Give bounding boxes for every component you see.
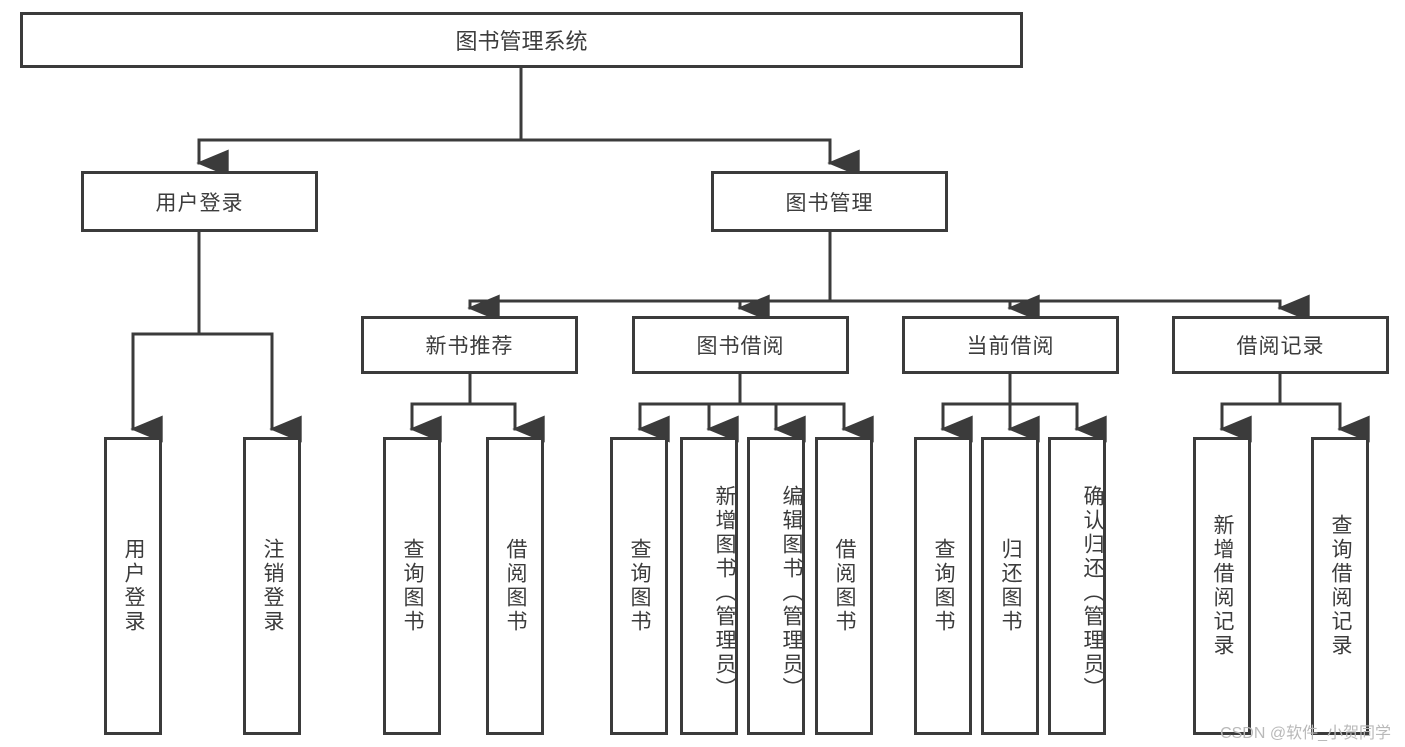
leaf-add-book-label: 新增图书（管理员） <box>713 485 736 701</box>
leaf-query-book-2-label: 查询图书 <box>628 538 652 634</box>
leaf-return-book[interactable]: 归还图书 <box>981 437 1039 735</box>
node-borrow-record-label: 借阅记录 <box>1236 335 1325 358</box>
leaf-query-book-1[interactable]: 查询图书 <box>383 437 441 735</box>
node-user-login[interactable]: 用户登录 <box>81 171 318 232</box>
node-new-book-rec-label: 新书推荐 <box>425 335 514 358</box>
leaf-return-book-label: 归还图书 <box>999 538 1023 634</box>
node-root-label: 图书管理系统 <box>455 29 588 54</box>
leaf-query-book-2[interactable]: 查询图书 <box>610 437 668 735</box>
node-book-borrow[interactable]: 图书借阅 <box>632 316 849 374</box>
leaf-confirm-return[interactable]: 确认归还（管理员） <box>1048 437 1106 735</box>
leaf-query-book-3[interactable]: 查询图书 <box>914 437 972 735</box>
leaf-user-login-label: 用户登录 <box>122 538 146 634</box>
leaf-borrow-book-1[interactable]: 借阅图书 <box>486 437 544 735</box>
leaf-logout[interactable]: 注销登录 <box>243 437 301 735</box>
node-book-manage[interactable]: 图书管理 <box>711 171 948 232</box>
node-current-borrow-label: 当前借阅 <box>966 335 1055 358</box>
leaf-user-login[interactable]: 用户登录 <box>104 437 162 735</box>
leaf-query-book-3-label: 查询图书 <box>932 538 956 634</box>
node-book-borrow-label: 图书借阅 <box>696 335 785 358</box>
node-user-login-label: 用户登录 <box>155 191 244 215</box>
leaf-edit-book-label: 编辑图书（管理员） <box>780 485 803 701</box>
leaf-add-book[interactable]: 新增图书（管理员） <box>680 437 738 735</box>
leaf-borrow-book-2[interactable]: 借阅图书 <box>815 437 873 735</box>
leaf-borrow-book-1-label: 借阅图书 <box>504 538 528 634</box>
leaf-add-record-label: 新增借阅记录 <box>1211 514 1235 658</box>
node-current-borrow[interactable]: 当前借阅 <box>902 316 1119 374</box>
node-new-book-rec[interactable]: 新书推荐 <box>361 316 578 374</box>
node-borrow-record[interactable]: 借阅记录 <box>1172 316 1389 374</box>
leaf-confirm-return-label: 确认归还（管理员） <box>1081 485 1104 701</box>
leaf-query-book-1-label: 查询图书 <box>401 538 425 634</box>
leaf-query-record-label: 查询借阅记录 <box>1329 514 1353 658</box>
leaf-logout-label: 注销登录 <box>261 538 285 634</box>
leaf-borrow-book-2-label: 借阅图书 <box>833 538 857 634</box>
leaf-query-record[interactable]: 查询借阅记录 <box>1311 437 1369 735</box>
leaf-add-record[interactable]: 新增借阅记录 <box>1193 437 1251 735</box>
csdn-watermark: CSDN @软件_小贺同学 <box>1220 725 1391 742</box>
leaf-edit-book[interactable]: 编辑图书（管理员） <box>747 437 805 735</box>
node-book-manage-label: 图书管理 <box>785 191 874 215</box>
node-root[interactable]: 图书管理系统 <box>20 12 1023 68</box>
